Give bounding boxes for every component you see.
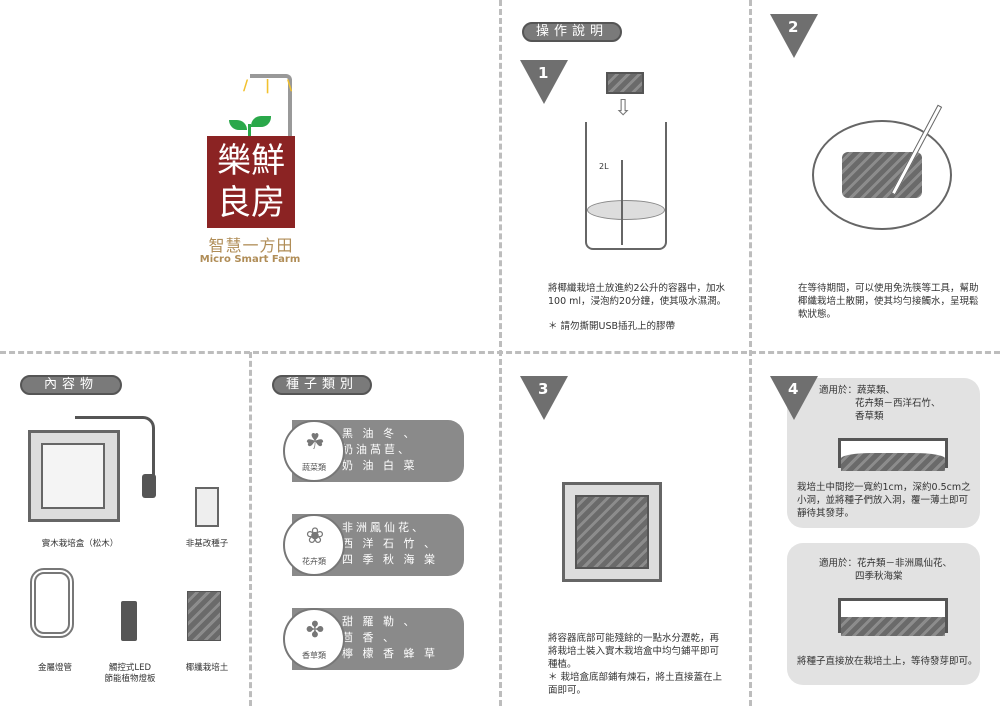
brand-english: Micro Smart Farm	[199, 254, 301, 265]
step-2-text: 在等待期間，可以使用免洗筷等工具，幫助椰纖栽培土散開，使其均勻接觸水，呈現鬆軟狀…	[798, 283, 979, 320]
seeds-title: 種子類別	[272, 375, 372, 395]
contents-item-label: 金屬燈管	[37, 663, 72, 673]
brand-tagline: 智慧一方田	[208, 236, 294, 255]
category-label: 蔬菜類	[302, 463, 326, 472]
arrow-down-icon: ⇩	[614, 96, 633, 121]
step-number: 4	[788, 380, 799, 398]
contents-item-label: 非基改種子	[185, 539, 229, 549]
brand-block: 樂鮮 良房	[207, 136, 295, 228]
seed-name: 奶 油 白 菜	[342, 459, 418, 472]
cable-icon	[75, 416, 155, 496]
seed-name: 奶油萵苣、	[342, 443, 412, 456]
seed-pack-icon	[195, 487, 219, 527]
applies-line: 適用於：花卉類－非洲鳳仙花、	[819, 558, 953, 569]
brand-name-line1: 樂鮮	[217, 141, 285, 181]
category-label: 花卉類	[302, 557, 326, 566]
led-panel-icon	[121, 601, 137, 641]
step-3-note: ＊ 栽培盒底部鋪有煉石，將土直接蓋在上面即可。	[548, 672, 723, 696]
step-1-text: 將椰纖栽培土放進約2公升的容器中，加水100 ml，浸泡約20分鐘，使其吸水濕潤…	[548, 283, 727, 307]
seed-name: 黑 油 冬 、	[342, 427, 418, 440]
sowing-method-box-2: 適用於：花卉類－非洲鳳仙花、四季秋海棠 將種子直接放在栽培土上，等待發芽即可。	[787, 543, 980, 685]
basil-leaf-icon: ✤	[305, 618, 325, 643]
soil-hole-diagram	[838, 438, 948, 471]
lamp-arm	[250, 74, 292, 136]
divider	[249, 352, 252, 706]
sprout-icon	[229, 116, 271, 136]
label-line: 觸控式LED	[108, 663, 152, 673]
measuring-cup-icon: 2L	[585, 122, 667, 250]
herb-icon-badge: ✤ 香草類	[283, 608, 345, 670]
contents-item-label: 椰纖栽培土	[185, 663, 229, 673]
seed-name: 茴 香 、	[342, 631, 397, 644]
step-1-marker: 1	[520, 60, 568, 104]
speech-bubble-illustration	[812, 104, 952, 230]
step-1-note: ＊ 請勿撕開USB插孔上的膠帶	[548, 321, 676, 332]
seed-name: 西 洋 石 竹 、	[342, 537, 438, 550]
seed-name: 四 季 秋 海 棠	[342, 553, 438, 566]
step-3-marker: 3	[520, 376, 568, 420]
seed-name: 檸 檬 香 蜂 草	[342, 647, 438, 660]
applies-line: 花卉類－西洋石竹、	[855, 398, 941, 409]
seed-name: 非洲鳳仙花、	[342, 521, 426, 534]
instructions-title: 操作說明	[522, 22, 622, 42]
contents-title: 內容物	[20, 375, 122, 395]
metal-tube-icon	[30, 568, 74, 638]
logo: / | \ 樂鮮 良房 智慧一方田 Micro Smart Farm	[195, 72, 305, 282]
coir-soil-icon	[187, 591, 221, 641]
step-number: 3	[538, 380, 549, 398]
contents-item-label: 實木栽培盒（松木）	[41, 539, 119, 549]
cabbage-icon: ☘	[305, 430, 325, 455]
step-number: 2	[788, 18, 799, 36]
surface-sowing-diagram	[838, 598, 948, 636]
flower-icon-badge: ❀ 花卉類	[283, 514, 345, 576]
applies-line: 四季秋海棠	[855, 571, 903, 582]
category-label: 香草類	[302, 651, 326, 660]
seed-name: 甜 羅 勒 、	[342, 615, 418, 628]
step-4-text-1: 栽培土中間挖一寬約1cm，深約0.5cm之小洞，並將種子們放入洞，覆一薄土即可靜…	[797, 482, 971, 519]
vegetable-icon-badge: ☘ 蔬菜類	[283, 420, 345, 482]
step-3-text: 將容器底部可能殘餘的一點水分瀝乾，再將栽培土裝入實木栽培盒中均勻鋪平即可種植。	[548, 633, 720, 670]
applies-line: 香草類	[855, 411, 884, 422]
label-line: 節能植物燈板	[104, 674, 156, 684]
planter-box-illustration	[562, 482, 662, 582]
step-number: 1	[538, 64, 549, 82]
usb-plug-icon	[142, 474, 156, 498]
rose-icon: ❀	[305, 524, 325, 549]
sowing-method-box-1: 適用於：蔬菜類、花卉類－西洋石竹、香草類 栽培土中間挖一寬約1cm，深約0.5c…	[787, 378, 980, 528]
applies-to: 適用於：花卉類－非洲鳳仙花、四季秋海棠	[819, 557, 979, 583]
brand-name-line2: 良房	[217, 183, 285, 223]
applies-to: 適用於：蔬菜類、花卉類－西洋石竹、香草類	[819, 384, 979, 423]
wooden-box-icon	[28, 430, 120, 522]
step-4-marker: 4	[770, 376, 818, 420]
divider	[0, 351, 1000, 354]
coir-brick-icon	[606, 72, 644, 94]
applies-line: 適用於：蔬菜類、	[819, 385, 896, 396]
cup-label: 2L	[599, 162, 609, 171]
step-2-marker: 2	[770, 14, 818, 58]
step-4-text-2: 將種子直接放在栽培土上，等待發芽即可。	[797, 656, 978, 667]
sun-rays-icon: / | \	[243, 78, 299, 94]
